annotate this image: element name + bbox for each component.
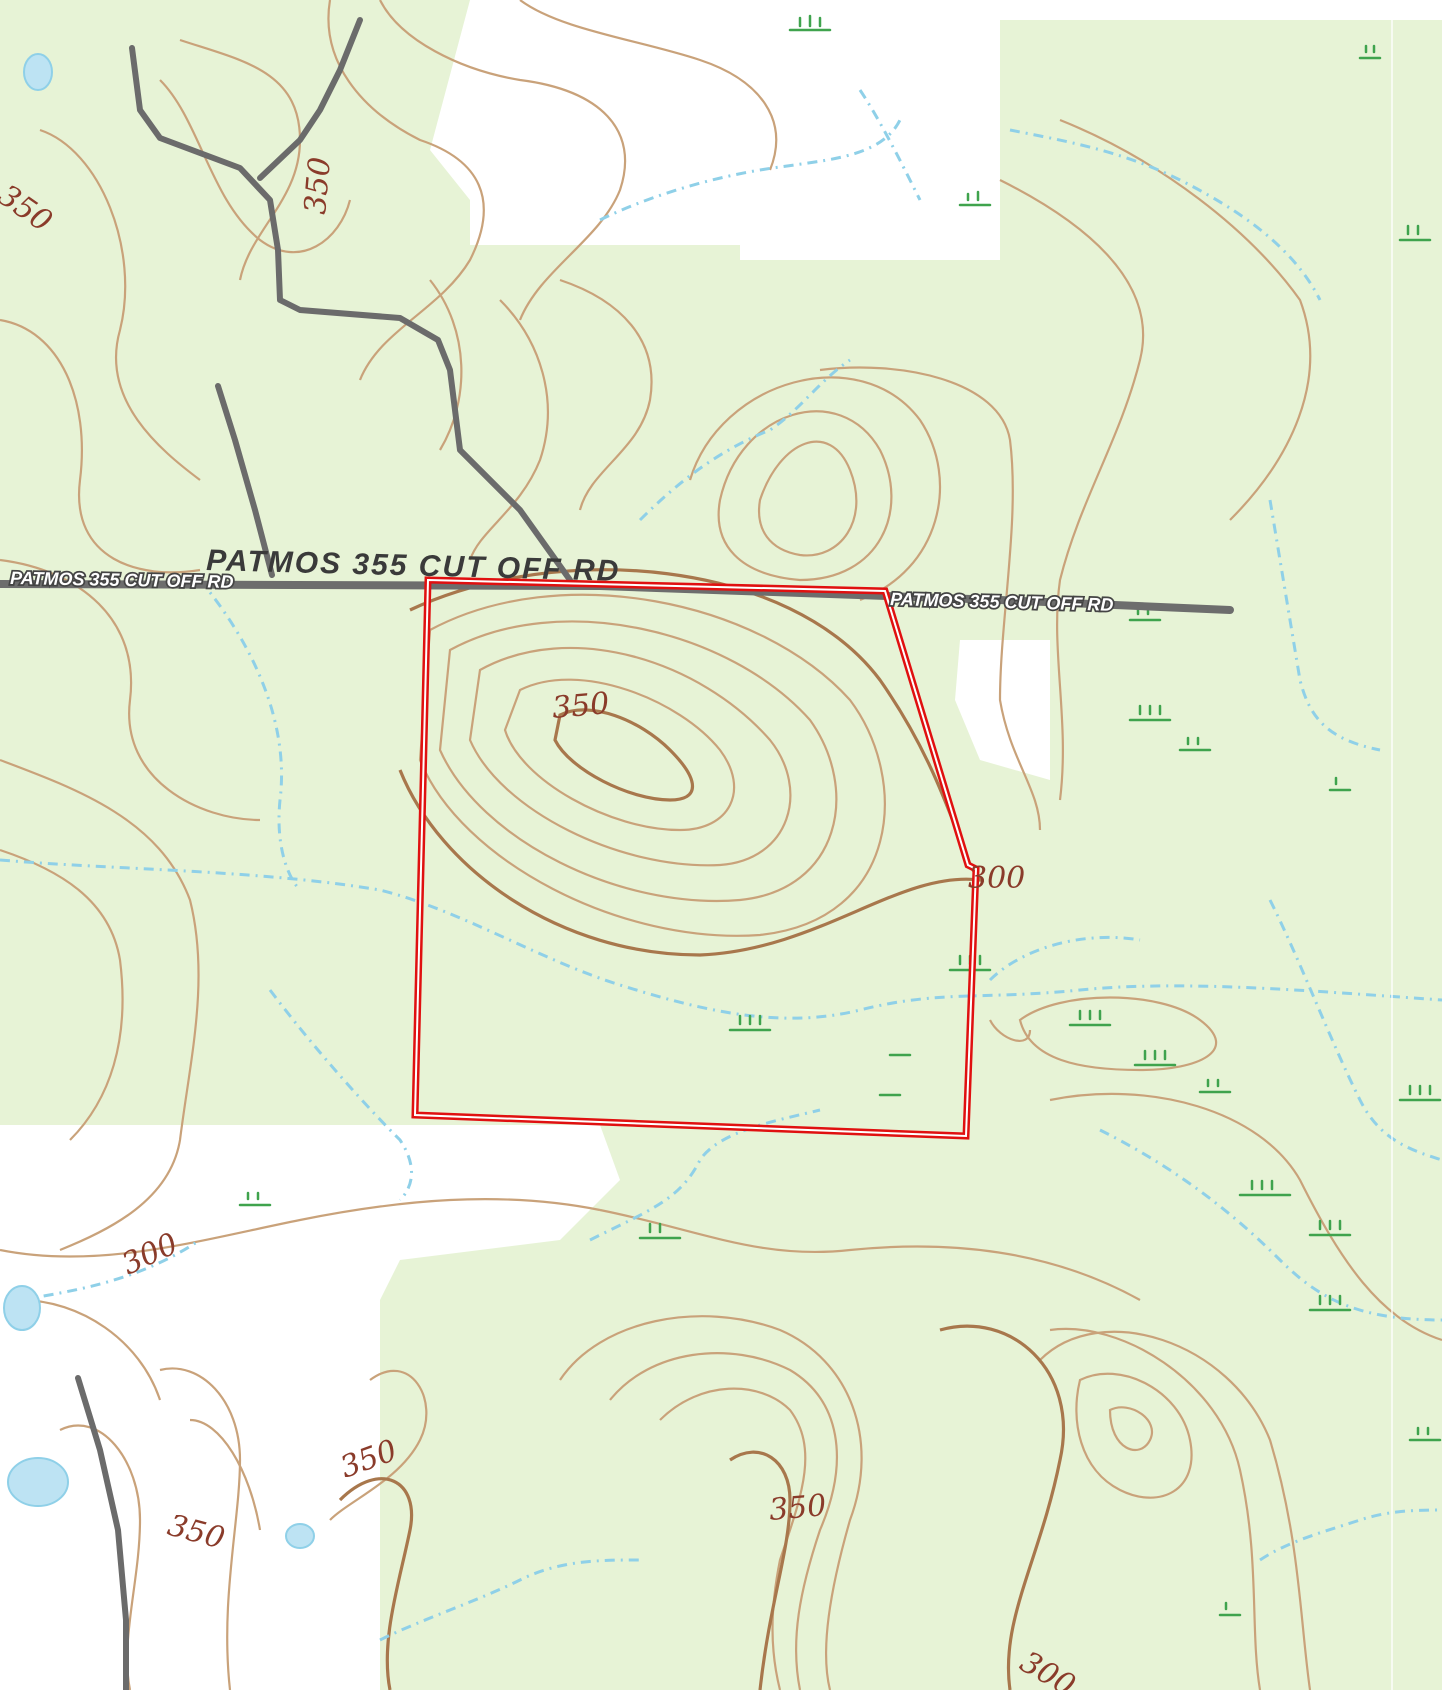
elevation-label-parcel-peak: 350 [551,686,611,726]
road-label-left: PATMOS 355 CUT OFF RD [10,568,234,592]
marsh-symbols [238,14,1442,1617]
ponds [3,53,315,1549]
parcel-boundary[interactable] [411,576,980,1140]
elevation-labels: 350 350 350 300 300 350 350 350 300 [0,156,1081,1690]
elevation-label-top-left: 350 [298,156,338,216]
patmos-355-cut-off-rd [0,580,1234,614]
unpaved-roads [75,17,573,1690]
elevation-label-parcel-east: 300 [968,861,1025,896]
streams [0,89,1442,1642]
elevation-label-bottom-center: 350 [768,1488,828,1528]
